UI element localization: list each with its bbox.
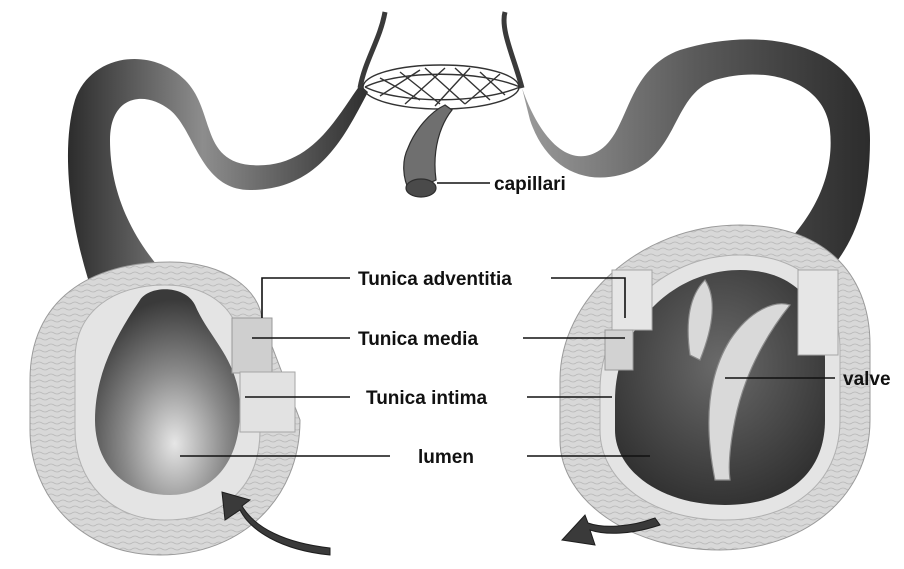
capillary-network — [363, 65, 520, 109]
artery-cut-block-2 — [240, 372, 295, 432]
vein-illustration — [522, 39, 870, 550]
capillary-tube — [404, 105, 452, 192]
capillary-tube-opening — [406, 179, 436, 197]
capillary-illustration — [360, 12, 522, 197]
label-valve: valve — [843, 369, 891, 390]
capillary-vessel-right — [504, 12, 522, 88]
label-tunica-intima: Tunica intima — [366, 388, 487, 409]
leader-tunica-adventitia-left — [262, 278, 350, 318]
label-tunica-media: Tunica media — [358, 329, 478, 350]
vein-cut-block-2 — [605, 330, 633, 370]
label-lumen: lumen — [418, 447, 474, 468]
label-tunica-adventitia: Tunica adventitia — [358, 269, 512, 290]
artery-cut-block-1 — [232, 318, 272, 373]
artery-illustration — [30, 59, 368, 555]
artery-tube — [68, 59, 368, 300]
label-capillari: capillari — [494, 174, 566, 195]
vein-cut-block-1 — [612, 270, 652, 330]
vein-cut-block-3 — [798, 270, 838, 355]
